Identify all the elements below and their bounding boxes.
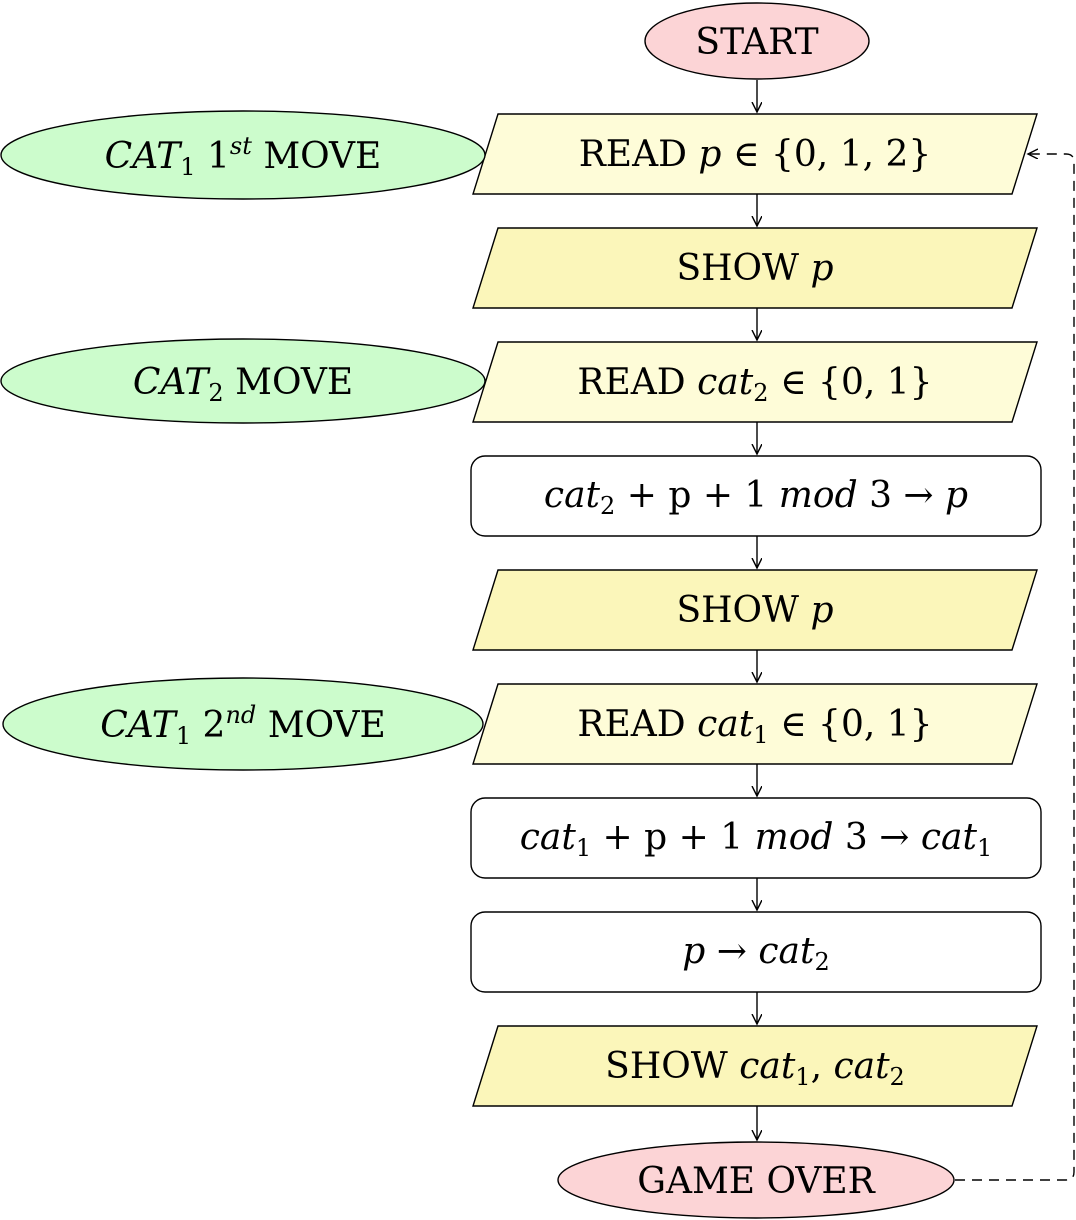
ordinal: 1 — [207, 136, 230, 177]
read-p-label: READ p ∈ {0, 1, 2} — [579, 134, 932, 175]
note-shape — [0, 338, 486, 424]
loop-back-arrow — [955, 154, 1075, 1181]
game-over-node: GAME OVER — [557, 1141, 955, 1219]
game-over-shape — [557, 1141, 955, 1219]
subscript: 1 — [795, 1063, 810, 1091]
subscript: 1 — [180, 153, 195, 181]
cat-name: CAT — [105, 136, 184, 177]
subscript: 2 — [890, 1063, 905, 1091]
note-shape — [0, 110, 486, 200]
superscript: nd — [225, 701, 256, 729]
var-cat: cat — [697, 362, 754, 403]
subscript: 1 — [753, 721, 768, 749]
move-word: MOVE — [263, 136, 381, 177]
subscript: 2 — [208, 379, 223, 407]
note-label: CAT2 MOVE — [133, 362, 353, 407]
subscript: 1 — [176, 722, 191, 750]
start-shape — [644, 2, 870, 80]
cat-name: CAT — [100, 705, 179, 746]
three-arrow: 3 → — [858, 475, 945, 516]
subscript: 2 — [753, 379, 768, 407]
read-word: READ — [577, 362, 685, 403]
show-p-shape-2 — [472, 569, 1038, 651]
plus-p-plus-1: + p + 1 — [591, 817, 755, 858]
set-0-1: ∈ {0, 1} — [780, 704, 933, 745]
read-word: READ — [579, 134, 687, 175]
show-cats-shape — [472, 1025, 1038, 1107]
note-cat2-move: CAT2 MOVE — [0, 338, 486, 424]
process-p-node: p → cat2 — [470, 911, 1042, 993]
mod-operator: mod — [779, 475, 858, 516]
start-label: START — [695, 22, 818, 63]
process-p-shape — [470, 911, 1042, 993]
process-cat2-shape — [470, 455, 1042, 537]
process-p-label: p → cat2 — [682, 931, 829, 976]
read-word: READ — [577, 704, 685, 745]
var-cat: cat — [697, 704, 754, 745]
start-node: START — [644, 2, 870, 80]
comma: , — [811, 1046, 834, 1087]
show-word: SHOW — [676, 590, 799, 631]
subscript: 2 — [814, 948, 829, 976]
process-cat2-node: cat2 + p + 1 mod 3 → p — [470, 455, 1042, 537]
process-cat1-label: cat1 + p + 1 mod 3 → cat1 — [520, 817, 993, 862]
show-cats-node: SHOW cat1, cat2 — [472, 1025, 1038, 1107]
note-shape — [2, 677, 484, 771]
read-p-shape — [472, 113, 1038, 195]
read-p-node: READ p ∈ {0, 1, 2} — [472, 113, 1038, 195]
mod-operator: mod — [755, 817, 834, 858]
three-arrow: 3 → — [833, 817, 920, 858]
set-0-1-2: ∈ {0, 1, 2} — [733, 134, 931, 175]
set-0-1: ∈ {0, 1} — [780, 362, 933, 403]
read-cat2-label: READ cat2 ∈ {0, 1} — [577, 362, 932, 407]
arrow-symbol: → — [705, 931, 758, 972]
process-cat2-label: cat2 + p + 1 mod 3 → p — [544, 475, 968, 520]
var-p: p — [945, 475, 968, 516]
move-word: MOVE — [235, 362, 353, 403]
show-p-label-1: SHOW p — [676, 248, 833, 289]
var-cat: cat — [921, 817, 978, 858]
note-label: CAT1 2nd MOVE — [100, 701, 386, 750]
note-label: CAT1 1st MOVE — [105, 132, 382, 181]
show-p-node-1: SHOW p — [472, 227, 1038, 309]
show-cats-label: SHOW cat1, cat2 — [605, 1046, 905, 1091]
subscript: 2 — [600, 492, 615, 520]
read-cat1-node: READ cat1 ∈ {0, 1} — [472, 683, 1038, 765]
process-cat1-node: cat1 + p + 1 mod 3 → cat1 — [470, 797, 1042, 879]
move-word: MOVE — [268, 705, 386, 746]
connectors — [757, 80, 1075, 1181]
cat-name: CAT — [133, 362, 212, 403]
show-p-label-2: SHOW p — [676, 590, 833, 631]
var-cat: cat — [520, 817, 577, 858]
show-word: SHOW — [605, 1046, 728, 1087]
var-cat: cat — [833, 1046, 890, 1087]
show-p-node-2: SHOW p — [472, 569, 1038, 651]
process-cat1-shape — [470, 797, 1042, 879]
subscript: 1 — [576, 834, 591, 862]
read-cat1-label: READ cat1 ∈ {0, 1} — [577, 704, 932, 749]
subscript: 1 — [977, 834, 992, 862]
var-cat: cat — [544, 475, 601, 516]
var-cat: cat — [739, 1046, 796, 1087]
note-cat1-second-move: CAT1 2nd MOVE — [2, 677, 484, 771]
game-over-label: GAME OVER — [637, 1161, 875, 1202]
var-p: p — [810, 590, 833, 631]
var-p: p — [682, 931, 705, 972]
note-cat1-first-move: CAT1 1st MOVE — [0, 110, 486, 200]
var-p: p — [698, 134, 721, 175]
var-cat: cat — [758, 931, 815, 972]
superscript: st — [230, 132, 252, 160]
read-cat2-shape — [472, 341, 1038, 423]
show-word: SHOW — [676, 248, 799, 289]
ordinal: 2 — [203, 705, 226, 746]
read-cat1-shape — [472, 683, 1038, 765]
read-cat2-node: READ cat2 ∈ {0, 1} — [472, 341, 1038, 423]
var-p: p — [810, 248, 833, 289]
show-p-shape-1 — [472, 227, 1038, 309]
plus-p-plus-1: + p + 1 — [615, 475, 779, 516]
